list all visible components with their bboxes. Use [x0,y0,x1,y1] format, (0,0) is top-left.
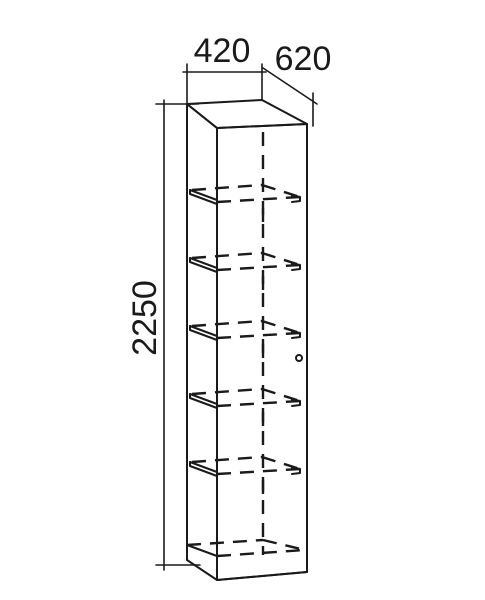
shelf-side-thickness [189,393,218,409]
shelf-front-lip [291,399,301,407]
shelf-front-lip [291,263,301,271]
shelf [189,455,301,500]
shelf-back-edge [191,319,263,328]
shelf-front-edge [216,467,301,476]
shelf-side-edge [189,461,218,473]
width-dimension: 420 [182,32,267,105]
shelf-back-edge [191,251,263,260]
bottom-right-edge [262,538,306,552]
depth-dim-line [262,67,318,105]
shelf-front-edge [216,331,301,340]
cabinet-body [186,99,308,581]
shelf [189,251,301,296]
shelf-back-edge [191,183,263,192]
shelf-right-edge [261,455,301,471]
shelf-back-edge [191,455,263,464]
shelf-side-edge [189,189,218,201]
shelf-side-thickness [189,257,218,273]
height-dimension: 2250 [126,99,201,571]
shelf [189,319,301,364]
shelf-right-edge [261,387,301,403]
shelf-side-edge [189,257,218,269]
shelf-front-edge [216,195,301,204]
shelf-front-edge [216,399,301,408]
height-label: 2250 [126,280,164,356]
cabinet-side [186,103,218,581]
shelf-back-edge [191,387,263,396]
shelf-right-edge [261,183,301,199]
shelf [189,183,301,228]
cabinet-plinth [216,571,308,581]
shelf [189,387,301,432]
shelf-right-edge [261,251,301,267]
bottom-front-edge [216,548,306,558]
depth-dimension: 620 [262,40,332,127]
shelf-front-edge [216,263,301,272]
shelf-front-lip [291,195,301,203]
bottom-side-edge [186,544,218,557]
shelf-front-lip [291,331,301,339]
shelf-front-lip [291,467,301,475]
shelves-group [189,183,301,500]
shelf-side-thickness [189,461,218,477]
bottom-panel [186,538,306,558]
shelf-side-thickness [189,189,218,205]
bottom-back-edge [186,538,264,547]
shelf-right-edge [261,319,301,335]
shelf-side-edge [189,325,218,337]
door-handle-icon [295,354,303,362]
shelf-side-thickness [189,325,218,341]
depth-label: 620 [275,40,332,78]
width-label: 420 [194,32,251,70]
shelf-side-edge [189,393,218,405]
